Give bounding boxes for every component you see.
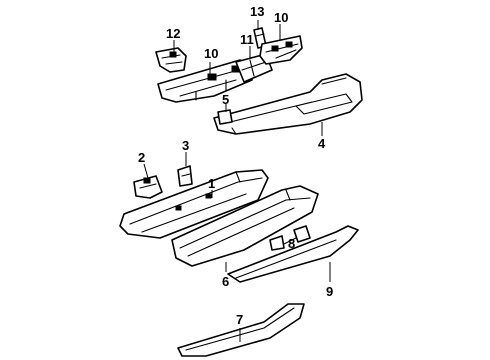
part-10-right-bracket (259, 35, 303, 65)
callout-5: 5 (222, 92, 229, 107)
part-9-spoiler (227, 225, 359, 283)
part-7-valance (177, 303, 305, 357)
part-8-bracket (269, 225, 311, 251)
callout-10-right: 10 (274, 10, 288, 25)
part-3-bracket (177, 165, 193, 187)
part-1-bumper-bar (119, 169, 269, 239)
callout-11: 11 (240, 32, 254, 47)
part-4-upper-bumper (213, 73, 363, 135)
part-5-clip (217, 109, 233, 125)
callout-6: 6 (222, 274, 229, 289)
part-12-bracket (155, 47, 187, 73)
callout-13: 13 (250, 4, 264, 19)
callouts: 12 13 10 11 10 5 4 2 3 1 8 6 (138, 4, 333, 342)
callout-2: 2 (138, 150, 145, 165)
part-6-lower-cover (171, 185, 319, 267)
callout-7: 7 (236, 312, 243, 327)
callout-8: 8 (288, 236, 295, 251)
part-2-bracket (133, 175, 163, 199)
callout-4: 4 (318, 136, 326, 151)
callout-9: 9 (326, 284, 333, 299)
callout-12: 12 (166, 26, 180, 41)
callout-3: 3 (182, 138, 189, 153)
callout-1: 1 (208, 176, 215, 191)
callout-10-left: 10 (204, 46, 218, 61)
